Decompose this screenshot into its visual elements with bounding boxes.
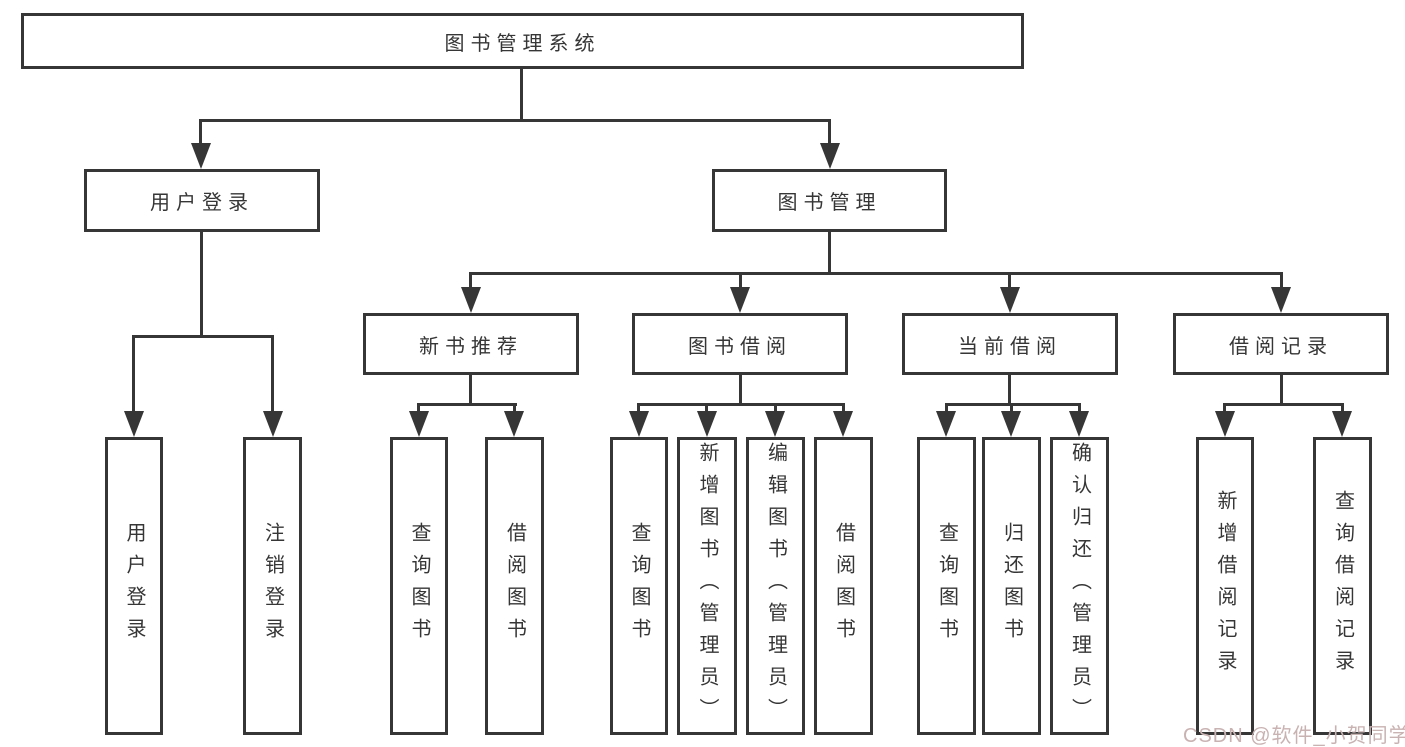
connector-mgmt-stub — [828, 119, 831, 145]
connector-mgmt-trunk — [828, 232, 831, 275]
connector-recommend-trunk — [469, 375, 472, 406]
leaf-logout: 注销登录 — [243, 437, 302, 735]
connector-leaf-stub — [945, 403, 948, 413]
arrow-down-icon — [730, 287, 750, 313]
arrow-down-icon — [504, 411, 524, 437]
connector-leaf-stub — [1223, 403, 1226, 413]
connector-login-child-stub — [271, 335, 274, 413]
leaf-return-books-label: 归还图书 — [1000, 522, 1023, 650]
leaf-add-books-admin: 新增图书（管理员） — [677, 437, 737, 735]
node-book-management-label: 图书管理 — [777, 192, 882, 214]
leaf-query-books-current: 查询图书 — [917, 437, 976, 735]
connector-leaf-stub — [705, 403, 708, 413]
node-current-borrow-label: 当前借阅 — [958, 335, 1062, 358]
leaf-confirm-return-admin: 确认归还（管理员） — [1050, 437, 1109, 735]
connector-level3-stub — [1280, 272, 1283, 290]
leaf-borrow-books-recommend-label: 借阅图书 — [503, 522, 526, 650]
leaf-return-books: 归还图书 — [982, 437, 1041, 735]
leaf-query-books-recommend-label: 查询图书 — [408, 522, 430, 650]
leaf-edit-books-admin: 编辑图书（管理员） — [746, 437, 805, 735]
arrow-down-icon — [1069, 411, 1089, 437]
leaf-add-borrow-record-label: 新增借阅记录 — [1214, 490, 1236, 682]
leaf-user-login-label: 用户登录 — [123, 522, 145, 650]
connector-level3-stub — [1008, 272, 1011, 290]
connector-records-split — [1223, 403, 1344, 406]
leaf-logout-label: 注销登录 — [261, 522, 284, 650]
arrow-down-icon — [461, 287, 481, 313]
connector-recommend-split — [417, 403, 517, 406]
connector-login-split — [132, 335, 274, 338]
node-new-book-recommend: 新书推荐 — [363, 313, 579, 375]
arrow-down-icon — [936, 411, 956, 437]
connector-login-trunk — [200, 232, 203, 338]
arrow-down-icon — [1215, 411, 1235, 437]
node-borrow-records-label: 借阅记录 — [1229, 335, 1333, 358]
node-library-system: 图书管理系统 — [21, 13, 1024, 69]
arrow-down-icon — [833, 411, 853, 437]
arrow-down-icon — [765, 411, 785, 437]
leaf-add-borrow-record: 新增借阅记录 — [1196, 437, 1254, 735]
connector-current-split — [945, 403, 1081, 406]
connector-level3-stub — [469, 272, 472, 290]
arrow-down-icon — [1271, 287, 1291, 313]
node-current-borrow: 当前借阅 — [902, 313, 1118, 375]
connector-level3-split — [469, 272, 1283, 275]
arrow-down-icon — [191, 143, 211, 169]
watermark: CSDN @软件_小贺同学 — [1183, 725, 1405, 747]
connector-records-trunk — [1280, 375, 1283, 406]
connector-borrow-trunk — [739, 375, 742, 406]
node-book-borrow-label: 图书借阅 — [688, 335, 792, 358]
arrow-down-icon — [124, 411, 144, 437]
connector-login-child-stub — [132, 335, 135, 413]
leaf-borrow-books-label: 借阅图书 — [832, 522, 855, 650]
leaf-confirm-return-admin-label: 确认归还（管理员） — [1068, 442, 1091, 730]
connector-leaf-stub — [1078, 403, 1081, 413]
connector-borrow-split — [637, 403, 845, 406]
node-user-login: 用户登录 — [84, 169, 320, 232]
connector-leaf-stub — [513, 403, 516, 413]
leaf-borrow-books: 借阅图书 — [814, 437, 873, 735]
node-library-system-label: 图书管理系统 — [444, 32, 601, 55]
arrow-down-icon — [409, 411, 429, 437]
leaf-query-books-recommend: 查询图书 — [390, 437, 448, 735]
node-user-login-label: 用户登录 — [150, 192, 254, 214]
arrow-down-icon — [1332, 411, 1352, 437]
connector-leaf-stub — [417, 403, 420, 413]
connector-leaf-stub — [637, 403, 640, 413]
arrow-down-icon — [1000, 287, 1020, 313]
arrow-down-icon — [820, 143, 840, 169]
leaf-borrow-books-recommend: 借阅图书 — [485, 437, 544, 735]
arrow-down-icon — [263, 411, 283, 437]
leaf-query-books-borrow: 查询图书 — [610, 437, 668, 735]
connector-leaf-stub — [774, 403, 777, 413]
connector-current-trunk — [1008, 375, 1011, 406]
connector-leaf-stub — [1010, 403, 1013, 413]
leaf-add-books-admin-label: 新增图书（管理员） — [696, 442, 718, 730]
node-borrow-records: 借阅记录 — [1173, 313, 1389, 375]
leaf-edit-books-admin-label: 编辑图书（管理员） — [764, 442, 787, 730]
node-new-book-recommend-label: 新书推荐 — [419, 335, 523, 358]
connector-leaf-stub — [842, 403, 845, 413]
node-book-management: 图书管理 — [712, 169, 947, 232]
connector-level3-stub — [739, 272, 742, 290]
connector-root-trunk — [520, 69, 523, 122]
arrow-down-icon — [629, 411, 649, 437]
leaf-query-books-current-label: 查询图书 — [935, 522, 958, 650]
leaf-query-borrow-record: 查询借阅记录 — [1313, 437, 1372, 735]
connector-level2-split — [199, 119, 831, 122]
leaf-query-books-borrow-label: 查询图书 — [628, 522, 650, 650]
leaf-query-borrow-record-label: 查询借阅记录 — [1331, 490, 1354, 682]
arrow-down-icon — [1001, 411, 1021, 437]
leaf-user-login: 用户登录 — [105, 437, 163, 735]
connector-leaf-stub — [1341, 403, 1344, 413]
node-book-borrow: 图书借阅 — [632, 313, 848, 375]
arrow-down-icon — [697, 411, 717, 437]
connector-login-stub — [199, 119, 202, 145]
